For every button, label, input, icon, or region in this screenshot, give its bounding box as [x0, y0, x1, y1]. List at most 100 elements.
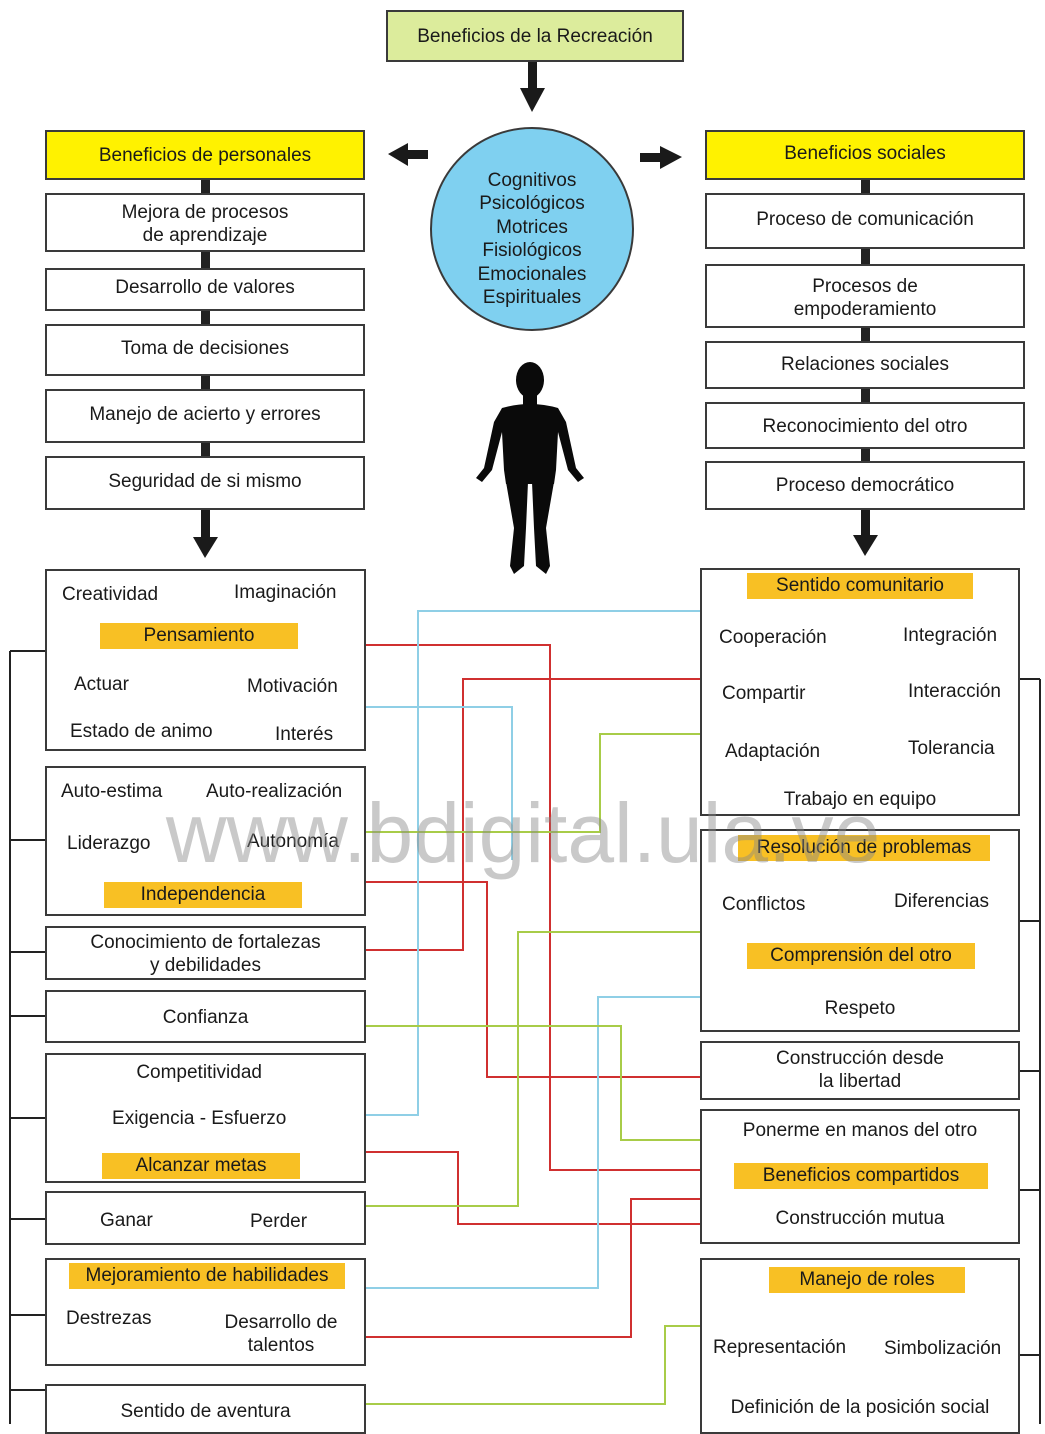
circle-lines: Cognitivos Psicológicos Motrices Fisioló…: [432, 169, 632, 309]
circle-line: Psicológicos: [479, 193, 585, 215]
spine-connectors: [201, 180, 870, 461]
mutua-label: Construcción mutua: [775, 1208, 945, 1229]
estado-label: Estado de animo: [70, 721, 213, 742]
trabajo-label: Trabajo en equipo: [783, 789, 937, 810]
social-benefits-header: Beneficios sociales: [705, 130, 1025, 180]
comprension-highlight: Comprensión del otro: [747, 943, 975, 969]
main-title: Beneficios de la Recreación: [417, 26, 653, 47]
link-green: [366, 1325, 700, 1405]
personal-item-label: Desarrollo de valores: [115, 277, 295, 298]
pensamiento-highlight: Pensamiento: [100, 623, 298, 649]
libertad-box: Construcción desde la libertad: [700, 1041, 1020, 1100]
social-item-label: Proceso de comunicación: [756, 209, 974, 230]
representacion-label: Representación: [713, 1337, 847, 1358]
compartidos-group: Ponerme en manos del otro Beneficios com…: [700, 1109, 1020, 1244]
habilidades-group: Mejoramiento de habilidades Destrezas De…: [45, 1258, 366, 1366]
circle-line: Espirituales: [482, 287, 582, 309]
conocimiento-box: Conocimiento de fortalezas y debilidades: [45, 926, 366, 980]
perder-label: Perder: [250, 1211, 308, 1232]
social-item: Procesos de empoderamiento: [705, 264, 1025, 328]
link-blue: [366, 610, 700, 1116]
left-bracket: [9, 650, 45, 1424]
aventura-box: Sentido de aventura: [45, 1384, 366, 1434]
comunitario-highlight: Sentido comunitario: [747, 573, 973, 599]
link-green: [366, 733, 700, 833]
compartidos-highlight: Beneficios compartidos: [734, 1163, 988, 1189]
link-red: [366, 678, 700, 951]
confianza-label: Confianza: [162, 1007, 249, 1028]
autonomia-label: Autonomía: [247, 831, 339, 852]
link-red: [366, 1151, 700, 1225]
human-silhouette-icon: [476, 362, 584, 574]
imaginacion-label: Imaginación: [234, 582, 337, 603]
personal-heading: Beneficios de personales: [98, 145, 312, 166]
benefits-circle: Cognitivos Psicológicos Motrices Fisioló…: [430, 127, 634, 331]
arrows: [193, 62, 878, 558]
tolerancia-label: Tolerancia: [908, 738, 995, 759]
habilidades-highlight: Mejoramiento de habilidades: [69, 1263, 345, 1289]
link-red: [366, 644, 700, 1171]
definicion-label: Definición de la posición social: [730, 1397, 990, 1418]
talentos-label: Desarrollo de talentos: [224, 1312, 338, 1356]
liderazgo-label: Liderazgo: [67, 833, 151, 854]
link-red: [366, 881, 700, 1078]
personal-item-label: Manejo de acierto y errores: [89, 404, 321, 425]
circle-line: Fisiológicos: [482, 240, 582, 262]
personal-item: Mejora de procesos de aprendizaje: [45, 193, 365, 252]
ponerme-label: Ponerme en manos del otro: [742, 1120, 978, 1141]
creatividad-label: Creatividad: [62, 584, 159, 605]
conflictos-label: Conflictos: [722, 894, 806, 915]
simbolizacion-label: Simbolización: [884, 1338, 1002, 1359]
right-bracket: [1020, 678, 1041, 1424]
problemas-group: Resolución de problemas Conflictos Difer…: [700, 829, 1020, 1032]
pensamiento-group: Creatividad Imaginación Pensamiento Actu…: [45, 569, 366, 751]
main-title-box: Beneficios de la Recreación: [386, 10, 684, 62]
ganar-label: Ganar: [100, 1210, 153, 1231]
interes-label: Interés: [275, 724, 334, 745]
roles-highlight: Manejo de roles: [769, 1267, 965, 1293]
autoestima-label: Auto-estima: [61, 781, 163, 802]
roles-group: Manejo de roles Representación Simboliza…: [700, 1258, 1020, 1434]
libertad-label: Construcción desde la libertad: [776, 1048, 944, 1092]
problemas-highlight: Resolución de problemas: [738, 835, 990, 861]
social-item-label: Proceso democrático: [775, 475, 955, 496]
social-item-label: Relaciones sociales: [781, 354, 949, 375]
social-item-label: Procesos de empoderamiento: [793, 276, 937, 320]
link-blue: [366, 706, 513, 860]
aventura-label: Sentido de aventura: [120, 1401, 291, 1422]
social-item-label: Reconocimiento del otro: [762, 416, 968, 437]
independencia-highlight: Independencia: [104, 882, 302, 908]
personal-item-label: Seguridad de si mismo: [108, 471, 302, 492]
personal-item: Seguridad de si mismo: [45, 456, 365, 510]
destrezas-label: Destrezas: [66, 1308, 152, 1329]
confianza-box: Confianza: [45, 990, 366, 1043]
adaptacion-label: Adaptación: [725, 741, 821, 762]
personal-benefits-header: Beneficios de personales: [45, 130, 365, 180]
social-item: Reconocimiento del otro: [705, 402, 1025, 449]
ganar-perder-box: Ganar Perder: [45, 1191, 366, 1245]
cooperacion-label: Cooperación: [719, 627, 827, 648]
social-item: Proceso democrático: [705, 461, 1025, 510]
respeto-label: Respeto: [824, 998, 896, 1019]
metas-highlight: Alcanzar metas: [102, 1153, 300, 1179]
social-item: Relaciones sociales: [705, 341, 1025, 389]
personal-item: Toma de decisiones: [45, 324, 365, 376]
link-green: [366, 931, 700, 1207]
competitividad-label: Competitividad: [136, 1062, 262, 1083]
autorealizacion-label: Auto-realización: [206, 781, 343, 802]
diferencias-label: Diferencias: [894, 891, 990, 912]
integracion-label: Integración: [903, 625, 998, 646]
social-item: Proceso de comunicación: [705, 193, 1025, 249]
personal-item-label: Toma de decisiones: [121, 338, 289, 359]
interaccion-label: Interacción: [908, 681, 1001, 702]
social-heading: Beneficios sociales: [784, 143, 946, 164]
personal-item-label: Mejora de procesos de aprendizaje: [121, 202, 289, 246]
circle-line: Motrices: [496, 216, 568, 238]
link-green: [366, 1025, 700, 1141]
independencia-group: Auto-estima Auto-realización Liderazgo A…: [45, 766, 366, 916]
metas-group: Competitividad Exigencia - Esfuerzo Alca…: [45, 1053, 366, 1183]
comunitario-group: Sentido comunitario Cooperación Integrac…: [700, 568, 1020, 816]
exigencia-label: Exigencia - Esfuerzo: [112, 1108, 287, 1129]
personal-item: Manejo de acierto y errores: [45, 389, 365, 443]
